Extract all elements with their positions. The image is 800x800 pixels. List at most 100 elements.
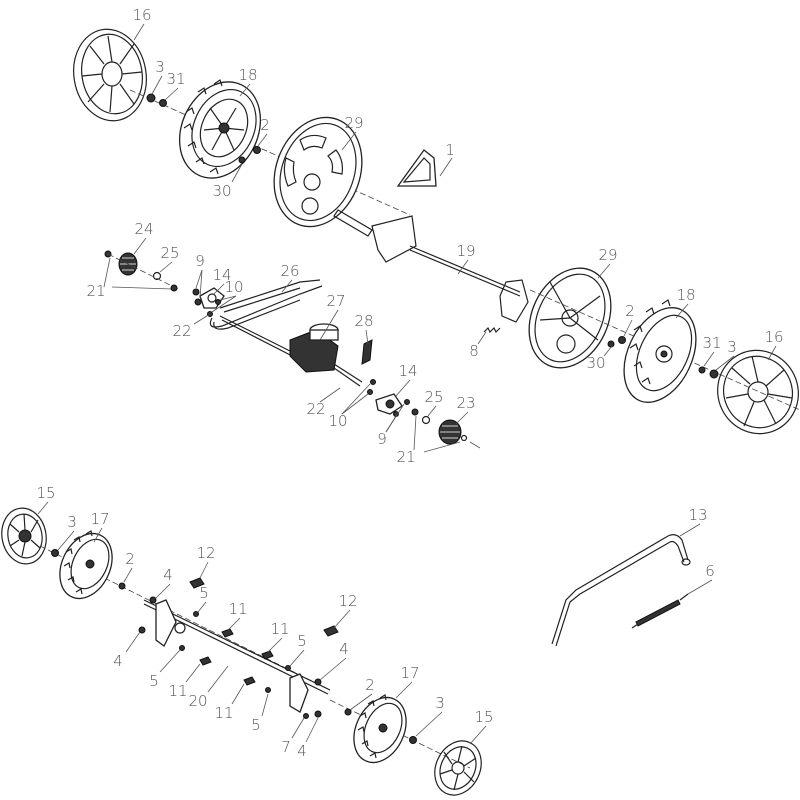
part-label-22: 22 — [172, 322, 191, 340]
part-label-10: 10 — [328, 412, 347, 430]
part-label-16: 16 — [132, 6, 151, 24]
spring-8 — [483, 326, 501, 334]
rear-axle-19 — [333, 209, 529, 323]
part-label-7: 7 — [281, 738, 291, 756]
clip-11d — [261, 650, 274, 660]
part-label-3: 3 — [67, 513, 77, 531]
part-label-30: 30 — [212, 182, 231, 200]
bearing-14b — [375, 393, 403, 415]
part-label-27: 27 — [326, 292, 345, 310]
part-label-3: 3 — [727, 338, 737, 356]
part-label-25: 25 — [424, 388, 443, 406]
gearbox-27 — [289, 323, 339, 373]
part-label-4: 4 — [339, 640, 349, 658]
part-label-5: 5 — [251, 716, 261, 734]
part-label-21: 21 — [86, 282, 105, 300]
washer-2d — [344, 708, 352, 716]
nut-3c — [51, 549, 59, 557]
hubcap-16-right — [717, 349, 799, 435]
washer-2c — [118, 582, 126, 590]
part-label-12: 12 — [338, 592, 357, 610]
part-label-18: 18 — [238, 66, 257, 84]
bolt-30 — [238, 156, 246, 164]
part-label-28: 28 — [354, 312, 373, 330]
part-label-4: 4 — [297, 742, 307, 760]
part-label-23: 23 — [456, 394, 475, 412]
pin-21a — [170, 284, 178, 292]
bolt-9b1 — [404, 399, 410, 405]
part-label-16: 16 — [764, 328, 783, 346]
part-label-5: 5 — [297, 632, 307, 650]
clip-11b — [199, 656, 212, 666]
part-label-2: 2 — [365, 676, 375, 694]
leader-lines — [37, 23, 777, 745]
wheel-18-right — [623, 299, 697, 403]
part-label-4: 4 — [113, 652, 123, 670]
washer-25b — [421, 415, 431, 425]
part-label-5: 5 — [149, 672, 159, 690]
bolt-9a2 — [194, 298, 202, 306]
pinion-23 — [438, 419, 462, 445]
part-label-19: 19 — [456, 242, 475, 260]
part-label-14: 14 — [212, 266, 231, 284]
wheel-guard-29-left — [273, 116, 363, 228]
part-label-30: 30 — [586, 354, 605, 372]
part-label-17: 17 — [400, 664, 419, 682]
part-label-9: 9 — [195, 252, 205, 270]
bracket-12b — [323, 625, 339, 637]
part-label-31: 31 — [702, 334, 721, 352]
front-axle-20 — [143, 599, 331, 713]
hubcap-16-left — [73, 28, 147, 122]
spring-6 — [631, 593, 689, 629]
wheel-18-left — [178, 79, 262, 179]
screw-10a1 — [215, 299, 221, 305]
bolt-4c — [314, 678, 322, 686]
part-label-11: 11 — [168, 682, 187, 700]
part-label-11: 11 — [214, 704, 233, 722]
nut-3 — [146, 93, 156, 103]
washer-31-right — [698, 366, 706, 374]
bracket-12a — [189, 577, 205, 589]
part-label-22: 22 — [306, 400, 325, 418]
bolt-4b — [138, 626, 146, 634]
part-label-4: 4 — [163, 566, 173, 584]
part-label-15: 15 — [474, 708, 493, 726]
spring-28 — [361, 339, 373, 365]
part-label-8: 8 — [469, 342, 479, 360]
washer-25a — [152, 271, 162, 281]
part-label-1: 1 — [445, 141, 455, 159]
clip-21b — [460, 434, 468, 442]
part-label-21: 21 — [396, 448, 415, 466]
wheel-guard-29-right — [528, 267, 612, 369]
clip-11c — [243, 676, 256, 686]
part-label-3: 3 — [155, 58, 165, 76]
part-label-20: 20 — [188, 692, 207, 710]
washer-2-right — [618, 336, 626, 344]
bolt-4d — [314, 710, 322, 718]
bolt-4a — [149, 596, 157, 604]
bolt-9a1 — [192, 288, 200, 296]
part-label-2: 2 — [260, 116, 270, 134]
part-label-2: 2 — [625, 302, 635, 320]
cover-1 — [396, 149, 437, 187]
pin-21b — [411, 408, 419, 416]
bearing-14a — [199, 287, 225, 309]
part-label-12: 12 — [196, 544, 215, 562]
part-label-15: 15 — [36, 484, 55, 502]
clip-11a — [221, 628, 234, 638]
part-label-9: 9 — [377, 430, 387, 448]
hubcap-15-left — [1, 507, 47, 565]
screw-10b1 — [370, 379, 376, 385]
wheel-17-right — [353, 694, 407, 764]
wheel-17-left — [59, 530, 113, 600]
nut-3-right — [709, 369, 719, 379]
part-label-3: 3 — [435, 694, 445, 712]
part-label-10: 10 — [224, 278, 243, 296]
part-label-17: 17 — [90, 510, 109, 528]
screw-10b2 — [367, 389, 373, 395]
nut-7 — [303, 713, 309, 719]
part-label-24: 24 — [134, 220, 153, 238]
